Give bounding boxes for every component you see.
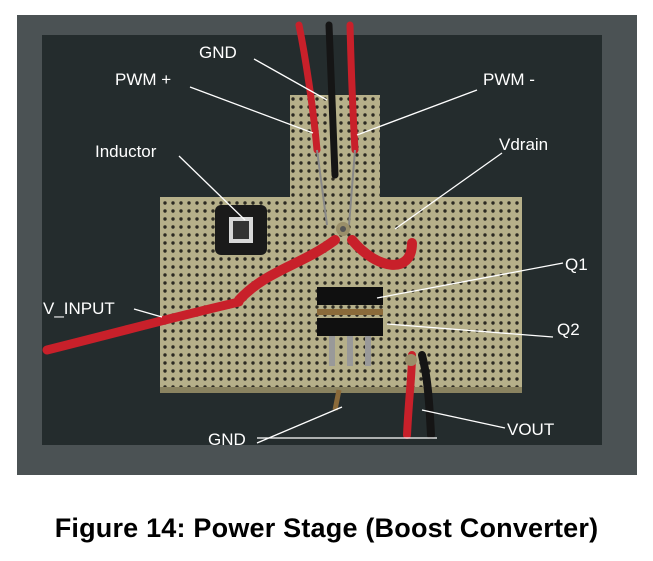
label-gnd-top: GND	[199, 43, 237, 62]
label-gnd-bottom: GND	[208, 430, 246, 449]
label-vout: VOUT	[507, 420, 554, 439]
callout-lines	[133, 58, 564, 444]
label-pwm-minus: PWM -	[483, 70, 535, 89]
v-input-wire	[42, 297, 244, 355]
figure-caption: Figure 14: Power Stage (Boost Converter)	[54, 513, 599, 543]
label-pwm-plus: PWM +	[115, 70, 171, 89]
label-v-input: V_INPUT	[43, 299, 115, 318]
top-wires	[295, 21, 359, 226]
label-vdrain: Vdrain	[499, 135, 548, 154]
board-wires	[234, 222, 417, 305]
bottom-wires	[332, 351, 435, 439]
perfboard	[160, 95, 522, 393]
label-q2: Q2	[557, 320, 580, 339]
transistors	[317, 287, 383, 366]
photo-labels: GND PWM + PWM - Inductor Vdrain Q1 Q2 V_…	[43, 43, 588, 449]
inductor-component	[215, 205, 267, 255]
label-inductor: Inductor	[95, 142, 157, 161]
board-photo: GND PWM + PWM - Inductor Vdrain Q1 Q2 V_…	[17, 15, 637, 475]
label-q1: Q1	[565, 255, 588, 274]
